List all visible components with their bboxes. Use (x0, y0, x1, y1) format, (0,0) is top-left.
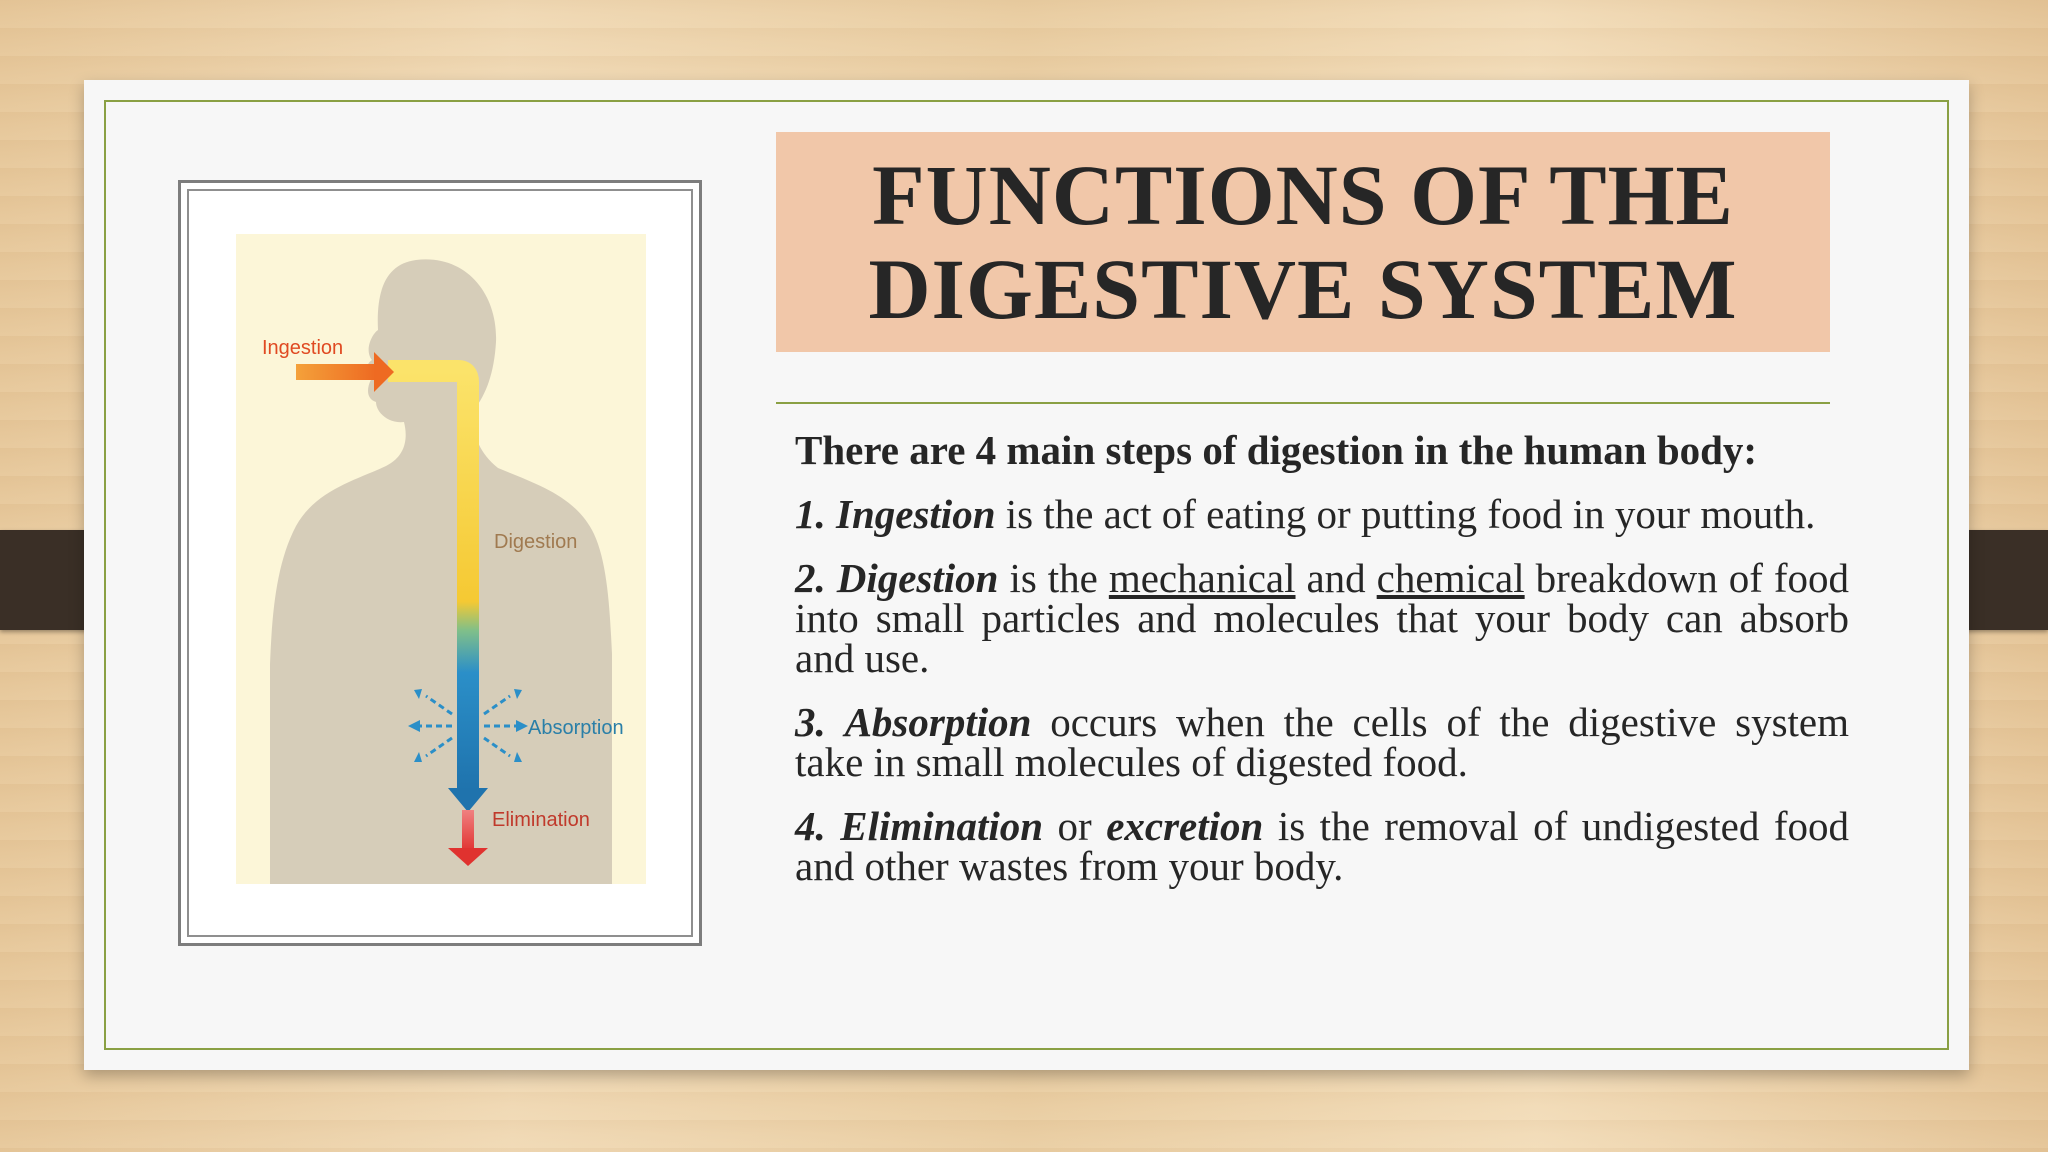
step-term: Ingestion (836, 491, 996, 537)
digestion-label: Digestion (494, 531, 577, 553)
step-elimination: 4. Elimination or excretion is the remov… (795, 803, 1849, 889)
step-text: breakdown of food into small particles a… (795, 555, 1850, 681)
absorption-label: Absorption (528, 717, 624, 739)
absorption-arrowhead (448, 788, 488, 812)
step-term: Absorption (844, 699, 1032, 745)
intro-text: There are 4 main steps of digestion in t… (795, 427, 1758, 473)
step-text: occurs when the cells of the digestive s… (795, 699, 1849, 785)
slide-body: There are 4 main steps of digestion in t… (795, 430, 1849, 910)
title-divider (776, 402, 1830, 404)
step-text: or (1043, 803, 1107, 849)
absorption-arrows (408, 689, 528, 762)
step-term: Elimination (840, 803, 1044, 849)
step-text: is the (998, 555, 1109, 601)
step-number: 2. (795, 555, 826, 601)
step-term: Digestion (836, 555, 999, 601)
human-silhouette (270, 259, 612, 884)
underlined-term: mechanical (1108, 555, 1296, 601)
ingestion-arrow (296, 352, 394, 392)
diagram-inner-border (187, 189, 693, 937)
elimination-label: Elimination (492, 809, 590, 831)
step-ingestion: 1. Ingestion is the act of eating or put… (795, 491, 1849, 537)
elimination-arrow (448, 810, 488, 866)
ingestion-label: Ingestion (262, 337, 343, 359)
digestive-tube (388, 360, 479, 790)
step-number: 1. (795, 491, 826, 537)
title-banner: FUNCTIONS OF THE DIGESTIVE SYSTEM (776, 132, 1830, 352)
step-digestion: 2. Digestion is the mechanical and chemi… (795, 555, 1850, 681)
step-number: 4. (795, 803, 826, 849)
step-absorption: 3. Absorption occurs when the cells of t… (795, 699, 1849, 785)
underlined-term: chemical (1376, 555, 1525, 601)
step-text: is the removal of undigested food and ot… (795, 803, 1849, 889)
step-text: is the act of eating or putting food in … (995, 491, 1816, 537)
step-text: and (1295, 555, 1377, 601)
step-term-secondary: excretion (1106, 803, 1264, 849)
slide-border (104, 100, 1949, 1050)
digestive-diagram-svg: Ingestion Digestion Absorption Eliminati… (262, 259, 624, 884)
step-number: 3. (795, 699, 826, 745)
slide-title: FUNCTIONS OF THE DIGESTIVE SYSTEM (868, 147, 1738, 337)
digestive-diagram: Ingestion Digestion Absorption Eliminati… (236, 234, 646, 884)
